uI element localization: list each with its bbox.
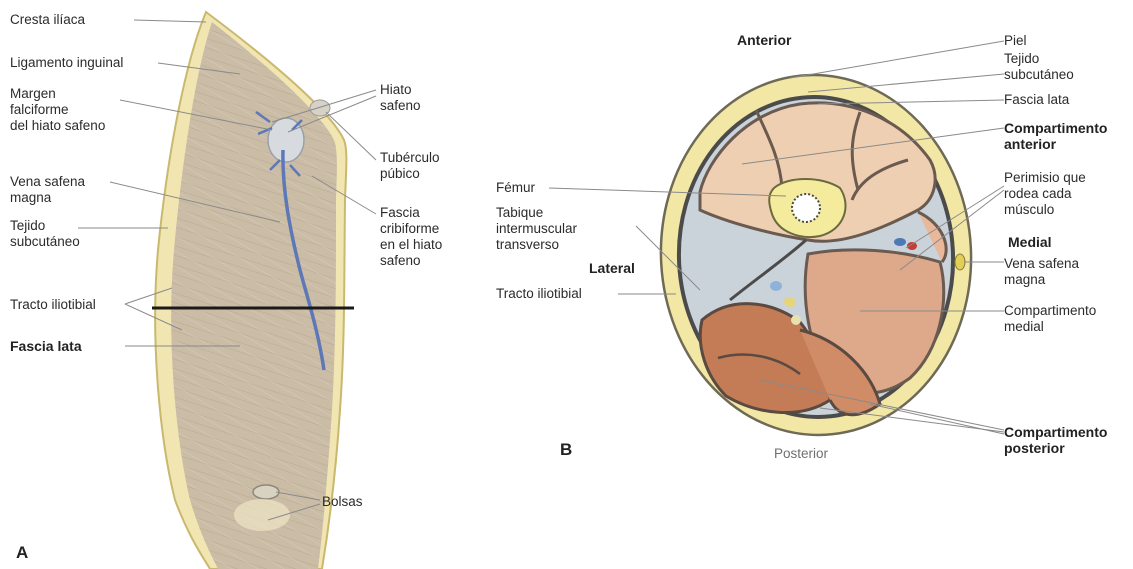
label-cresta-iliaca: Cresta ilíaca [10,12,85,28]
label-tabique-intermuscular: Tabique intermuscular transverso [496,205,577,253]
label-vena-safena-magna-a: Vena safena magna [10,174,85,206]
label-lateral: Lateral [589,260,635,276]
label-bolsas: Bolsas [322,494,363,510]
label-vena-safena-magna-b: Vena safena magna [1004,256,1079,288]
label-anterior: Anterior [737,32,791,48]
thigh-illustration [152,12,354,569]
label-perimisio: Perimisio que rodea cada músculo [1004,170,1086,218]
label-femur: Fémur [496,180,535,196]
panel-b-letter: B [560,442,572,458]
label-medial: Medial [1008,234,1052,250]
label-piel: Piel [1004,33,1027,49]
label-ligamento-inguinal: Ligamento inguinal [10,55,123,71]
label-margen-falciforme: Margen falciforme del hiato safeno [10,86,105,134]
panel-a-letter: A [16,545,28,561]
label-tracto-iliotibial-a: Tracto iliotibial [10,297,96,313]
label-tejido-subcutaneo-a: Tejido subcutáneo [10,218,80,250]
label-fascia-cribiforme: Fascia cribiforme en el hiato safeno [380,205,442,269]
label-tuberculo-pubico: Tubérculo púbico [380,150,440,182]
label-compartimento-anterior: Compartimento anterior [1004,120,1107,152]
label-compartimento-posterior: Compartimento posterior [1004,424,1107,456]
label-posterior: Posterior [774,446,828,462]
label-fascia-lata-a: Fascia lata [10,338,82,354]
cross-section-illustration [652,67,980,443]
label-compartimento-medial: Compartimento medial [1004,303,1096,335]
label-tracto-iliotibial-b: Tracto iliotibial [496,286,582,302]
label-fascia-lata-b: Fascia lata [1004,92,1069,108]
bursa [253,485,279,499]
label-hiato-safeno: Hiato safeno [380,82,421,114]
label-tejido-subcutaneo-b: Tejido subcutáneo [1004,51,1074,83]
saphenous-vein-section [955,254,965,270]
